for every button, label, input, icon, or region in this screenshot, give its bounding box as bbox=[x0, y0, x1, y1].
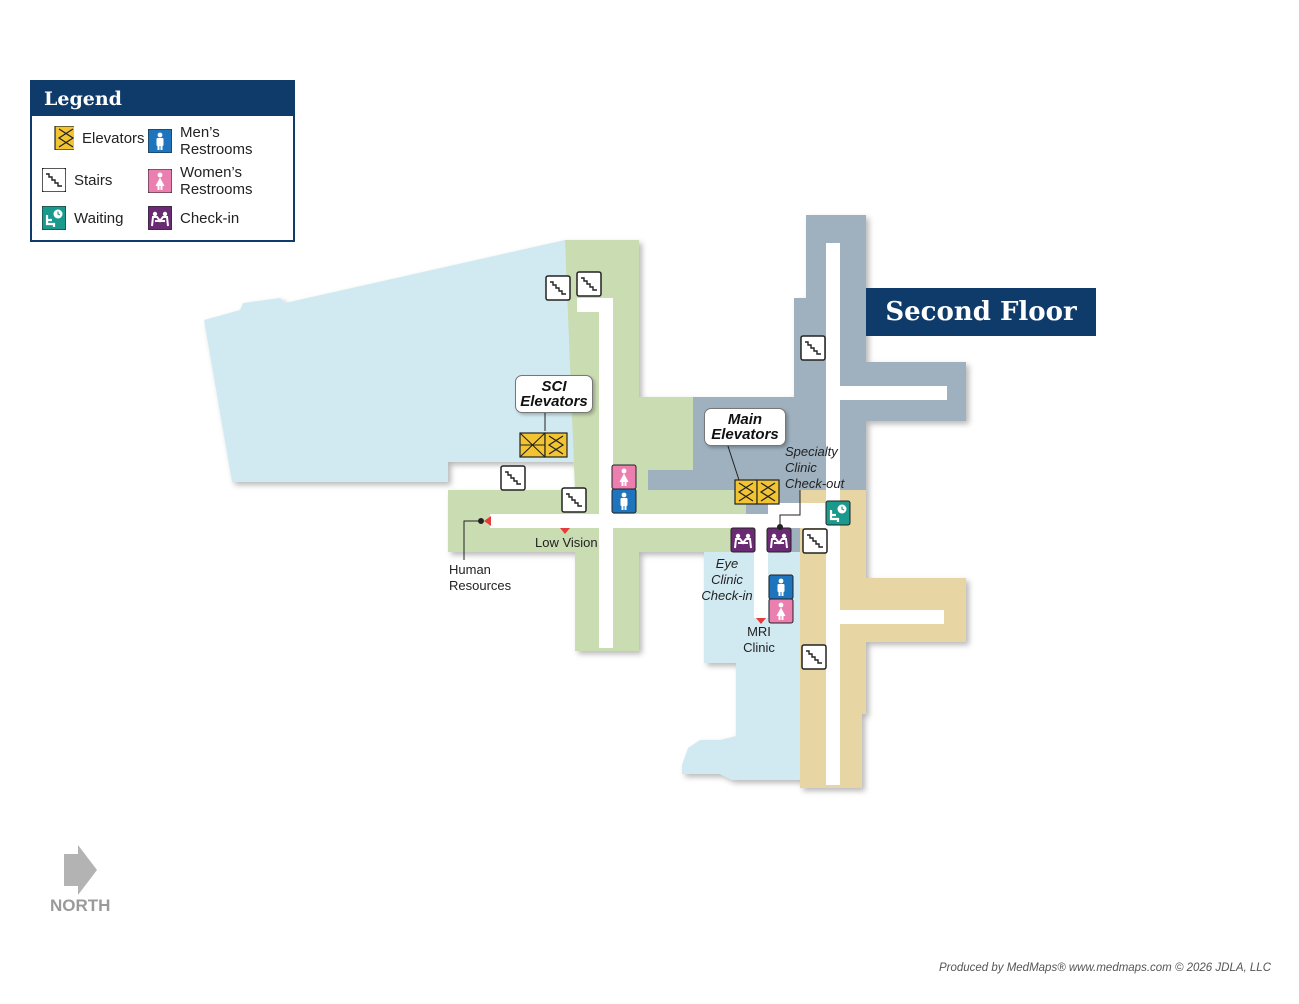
human-resources-marker bbox=[484, 516, 491, 526]
corridors bbox=[490, 243, 947, 785]
mens-restroom-icon bbox=[611, 488, 637, 514]
legend-label: Men’s Restrooms bbox=[180, 124, 253, 158]
legend-item-stairs: Stairs bbox=[42, 168, 112, 192]
legend-item-waiting: Waiting bbox=[42, 206, 123, 230]
mri-clinic-marker bbox=[756, 618, 766, 624]
north-label: NORTH bbox=[50, 896, 111, 915]
stairs-icon bbox=[800, 335, 826, 361]
check-in-icon bbox=[148, 206, 172, 230]
elevator-icon bbox=[54, 126, 74, 150]
waiting-icon bbox=[42, 206, 66, 230]
mens-restroom-icon bbox=[148, 129, 172, 153]
low-vision-marker bbox=[560, 528, 570, 534]
womens-restroom-icon bbox=[768, 598, 794, 624]
floor-title: Second Floor bbox=[866, 288, 1096, 336]
eye-clinic-checkin-label: Eye Clinic Check-in bbox=[701, 556, 753, 603]
sci-elevators bbox=[519, 432, 568, 458]
credit-text: Produced by MedMaps® www.medmaps.com © 2… bbox=[938, 962, 1271, 974]
check-in-icon bbox=[766, 527, 792, 553]
stairs-icon bbox=[576, 271, 602, 297]
stairs-icon bbox=[545, 275, 571, 301]
stairs-icon bbox=[801, 644, 827, 670]
legend-label: Waiting bbox=[74, 209, 124, 227]
waiting-icon bbox=[824, 499, 852, 527]
specialty-clinic-checkout-label: Specialty Clinic Check-out bbox=[785, 444, 845, 491]
stairs-icon bbox=[42, 168, 66, 192]
elevator-icon bbox=[734, 479, 758, 505]
legend-item-womens-restrooms: Women’s Restrooms bbox=[148, 164, 278, 198]
legend-title: Legend bbox=[32, 82, 293, 116]
stairs-icon bbox=[561, 487, 587, 513]
sci-elevators-callout: SCI Elevators bbox=[515, 375, 593, 413]
leader-lines bbox=[463, 406, 801, 560]
zone-light-blue-west bbox=[204, 240, 575, 482]
womens-restroom-icon bbox=[148, 169, 172, 193]
elevator-icon bbox=[756, 479, 780, 505]
mri-clinic-label: MRI Clinic bbox=[743, 624, 775, 655]
womens-restroom-icon bbox=[611, 464, 637, 490]
legend: Legend Elevators Men’s Restrooms Stairs … bbox=[30, 80, 295, 242]
legend-label: Check-in bbox=[180, 209, 240, 227]
low-vision-label: Low Vision bbox=[535, 535, 598, 550]
main-elevators bbox=[734, 479, 780, 505]
building-footprint bbox=[204, 215, 966, 788]
zone-tan bbox=[800, 490, 966, 788]
check-in-icon bbox=[730, 527, 756, 553]
legend-label: Elevators bbox=[82, 129, 145, 147]
elevator-icon bbox=[544, 432, 568, 458]
zone-slate bbox=[648, 215, 966, 552]
mens-restroom-icon bbox=[768, 574, 794, 600]
legend-label: Stairs bbox=[74, 171, 113, 189]
stairs-icon bbox=[802, 528, 828, 554]
human-resources-label: Human Resources bbox=[449, 562, 512, 593]
legend-item-mens-restrooms: Men’s Restrooms bbox=[148, 124, 278, 158]
legend-item-check-in: Check-in bbox=[148, 206, 239, 230]
legend-label: Women’s Restrooms bbox=[180, 164, 253, 198]
stairs-icon bbox=[500, 465, 526, 491]
main-elevators-callout: Main Elevators bbox=[704, 408, 786, 446]
zone-green bbox=[448, 240, 746, 651]
north-arrow-icon bbox=[64, 845, 97, 895]
legend-item-elevators: Elevators bbox=[50, 126, 145, 150]
